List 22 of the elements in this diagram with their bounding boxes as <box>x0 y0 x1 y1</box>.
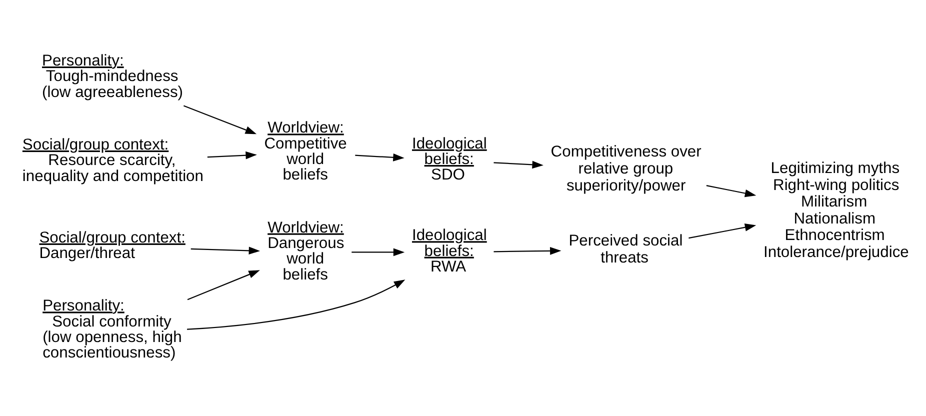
node-text: Perceived social threats <box>568 232 682 267</box>
arrow <box>351 248 404 256</box>
node-text: Ideological beliefs: RWA <box>412 227 486 276</box>
node-text: Legitimizing myths Right-wing politics Militarism Nationalism Ethnocentrism Intolerance/prejudice <box>763 160 908 261</box>
arrow <box>186 280 405 330</box>
node-text: Social/group context: Danger/threat <box>38 229 185 262</box>
node-text: Personality: Tough-mindedness (low agreeableness) <box>42 52 183 101</box>
node-text: Ideological beliefs: SDO <box>412 135 486 184</box>
arrow <box>190 246 260 255</box>
node-text: Worldview: Dangerous world beliefs <box>267 219 344 284</box>
arrow <box>688 224 756 239</box>
arrow <box>354 154 404 162</box>
arrow <box>493 247 561 255</box>
arrow <box>493 160 543 169</box>
node-text: Worldview: Competitive world beliefs <box>264 120 346 184</box>
arrow <box>206 151 256 160</box>
arrow <box>186 270 260 300</box>
node-text: Competitiveness over relative group superiority/power <box>550 144 701 194</box>
node-text: Social/group context: Resource scarcity, inequality and competition <box>22 136 203 185</box>
node-text: Personality: Social conformity (low openness, high conscientiousness) <box>42 298 182 362</box>
arrow <box>706 185 756 198</box>
arrow <box>182 105 256 134</box>
